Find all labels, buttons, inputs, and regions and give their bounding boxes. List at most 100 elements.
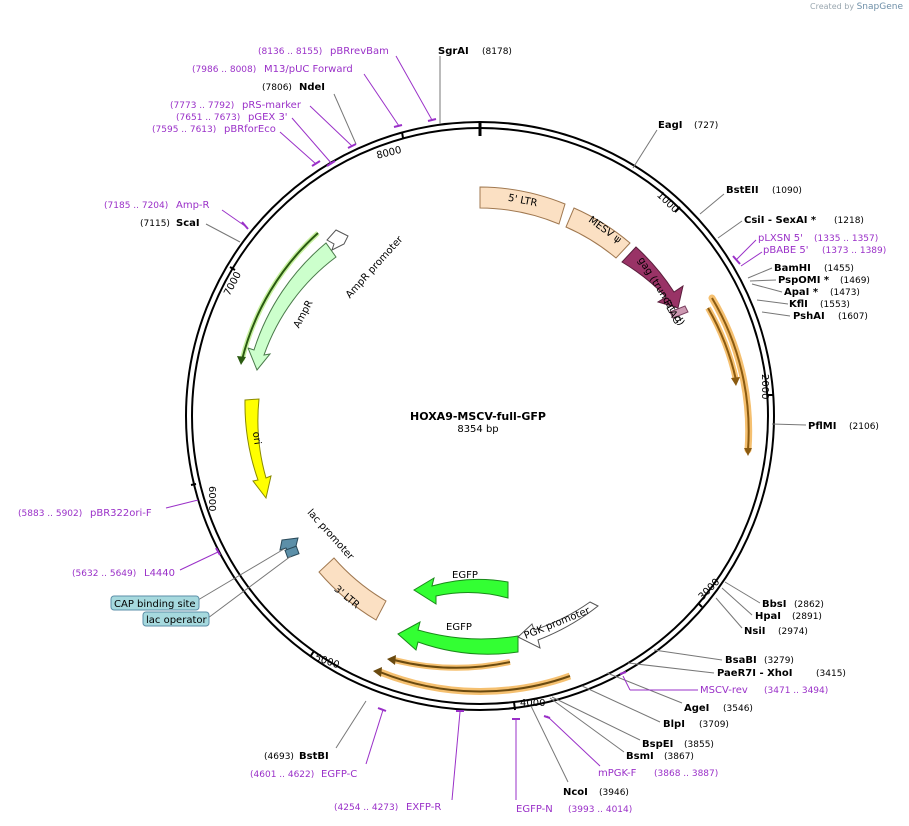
tick-label-4000: 4000 xyxy=(520,698,545,709)
prs-mark xyxy=(347,143,357,149)
cap-text: CAP binding site xyxy=(114,599,196,610)
lacop-leader xyxy=(207,555,292,619)
tick-label-8000: 8000 xyxy=(375,145,402,162)
feature-ampr-promoter[interactable]: AmpR promoter xyxy=(326,229,406,301)
bamhi-pos: (1455) xyxy=(824,264,854,274)
exfpr-pos: (4254 .. 4273) xyxy=(334,803,398,813)
site-agei[interactable]: AgeI (3546) xyxy=(606,672,753,714)
feature-5ltr[interactable]: 5' LTR xyxy=(479,186,566,225)
orf-bottom[interactable] xyxy=(373,655,572,695)
site-nsii[interactable]: NsiI (2974) xyxy=(715,597,808,637)
primer-plxsn5[interactable]: pLXSN 5' (1335 .. 1357) xyxy=(732,233,878,265)
orf-bottom-line xyxy=(379,671,571,693)
mpgk-mark xyxy=(543,715,551,719)
site-bsmi[interactable]: BsmI (3867) xyxy=(549,697,694,762)
site-bstbi[interactable]: (4693) BstBI xyxy=(264,700,367,762)
prs-leader xyxy=(309,105,353,147)
ampr-primer-mark xyxy=(241,221,249,230)
pbabe-name: pBABE 5' xyxy=(763,245,809,256)
primer-egfp-n[interactable]: EGFP-N (3993 .. 4014) xyxy=(512,718,632,815)
mscvrev-mark xyxy=(619,671,627,675)
mpgk-leader xyxy=(546,715,601,767)
site-bspei[interactable]: BspEI (3855) xyxy=(551,696,714,750)
brand-prefix: Created by xyxy=(810,2,855,11)
ltr5-shape xyxy=(479,186,566,225)
site-blpi[interactable]: BlpI (3709) xyxy=(581,685,729,730)
brand-name: SnapGene xyxy=(856,2,903,12)
bbsi-pos: (2862) xyxy=(794,600,824,610)
site-csii-sexai[interactable]: CsiI - SexAI * (1218) xyxy=(717,215,864,239)
primer-l4440[interactable]: (5632 .. 5649) L4440 xyxy=(72,547,221,579)
site-kfli[interactable]: KflI (1553) xyxy=(756,299,850,310)
apai-leader xyxy=(751,283,783,293)
primer-egfp-c[interactable]: (4601 .. 4622) EGFP-C xyxy=(250,707,387,780)
xhoi-leader xyxy=(627,662,715,674)
primer-mscv-rev[interactable]: MSCV-rev (3471 .. 3494) xyxy=(619,671,828,696)
xhoi-pos: (3415) xyxy=(816,669,846,679)
ampr-primer-name: Amp-R xyxy=(176,200,210,211)
agei-pos: (3546) xyxy=(723,704,753,714)
bbsi-name: BbsI xyxy=(762,599,786,610)
site-apai[interactable]: ApaI * (1473) xyxy=(751,283,860,298)
site-scai[interactable]: (7115) ScaI xyxy=(140,218,241,243)
primer-prs-marker[interactable]: (7773 .. 7792) pRS-marker xyxy=(170,100,357,149)
bstbi-pos: (4693) xyxy=(264,752,294,762)
feature-ori[interactable]: ori xyxy=(244,398,272,500)
site-ndei[interactable]: (7806) NdeI xyxy=(262,82,357,145)
primer-pbrforeco[interactable]: (7595 .. 7613) pBRforEco xyxy=(152,124,321,167)
site-pflmi[interactable]: PflMI (2106) xyxy=(771,421,879,432)
primer-exfp-r[interactable]: (4254 .. 4273) EXFP-R xyxy=(334,710,464,813)
site-pshai[interactable]: PshAI (1607) xyxy=(761,311,868,322)
feature-mesv[interactable]: MESV ψ xyxy=(565,207,631,259)
gag-arrow xyxy=(621,246,684,309)
sgrai-pos: (8178) xyxy=(482,47,512,57)
site-eagi[interactable]: EagI (727) xyxy=(632,120,718,169)
mpgk-name: mPGK-F xyxy=(598,768,637,779)
site-pspomi[interactable]: PspOMI * (1469) xyxy=(749,275,870,286)
pflmi-pos: (2106) xyxy=(849,422,879,432)
orf-right[interactable] xyxy=(705,294,753,456)
ndei-leader xyxy=(333,93,357,145)
orf-right-line xyxy=(711,297,750,451)
bstbi-name: BstBI xyxy=(299,751,329,762)
primer-pgex3[interactable]: (7651 .. 7673) pGEX 3' xyxy=(176,112,336,167)
feature-egfp-2[interactable]: EGFP xyxy=(397,621,519,655)
apai-pos: (1473) xyxy=(830,288,860,298)
lac-operator-shape xyxy=(284,545,300,559)
plxsn-pos: (1335 .. 1357) xyxy=(814,234,878,244)
feature-3ltr[interactable]: 3' LTR xyxy=(318,557,387,621)
site-bbsi[interactable]: BbsI (2862) xyxy=(724,581,824,610)
l4440-pos: (5632 .. 5649) xyxy=(72,569,136,579)
nsii-pos: (2974) xyxy=(778,627,808,637)
tick-5000: 5000 xyxy=(309,650,341,671)
pbr322-pos: (5883 .. 5902) xyxy=(18,509,82,519)
primer-pbabe5[interactable]: pBABE 5' (1373 .. 1389) xyxy=(740,245,886,267)
orf-right2-head xyxy=(731,377,740,386)
primer-mpgk-f[interactable]: mPGK-F (3868 .. 3887) xyxy=(543,715,718,779)
primer-pbrrevbam[interactable]: (8136 .. 8155) pBRrevBam xyxy=(258,46,437,122)
feature-egfp-1[interactable]: EGFP xyxy=(413,570,509,605)
ampr-primer-leader xyxy=(221,209,246,227)
primer-amp-r[interactable]: (7185 .. 7204) Amp-R xyxy=(104,200,249,230)
label-lac-operator[interactable]: lac operator xyxy=(142,555,292,627)
site-hpai[interactable]: HpaI (2891) xyxy=(721,587,822,622)
ampr-arrow xyxy=(247,242,337,371)
feature-pgk[interactable]: PGK promoter xyxy=(517,601,599,649)
ncoi-leader xyxy=(530,705,569,783)
site-bamhi[interactable]: BamHI (1455) xyxy=(747,263,854,279)
plxsn-name: pLXSN 5' xyxy=(758,233,803,244)
site-xhoi[interactable]: PaeR7I - XhoI (3415) xyxy=(627,662,846,679)
prs-pos: (7773 .. 7792) xyxy=(170,101,234,111)
primer-m13[interactable]: (7986 .. 8008) M13/pUC Forward xyxy=(192,64,403,128)
site-bsteii[interactable]: BstEII (1090) xyxy=(699,185,802,215)
m13-mark xyxy=(393,124,403,128)
primer-pbr322ori-f[interactable]: (5883 .. 5902) pBR322ori-F xyxy=(18,499,199,519)
feature-lac-promoter[interactable]: lac promoter xyxy=(279,507,356,563)
site-bsabi[interactable]: BsaBI (3279) xyxy=(653,649,794,666)
site-sgrai[interactable]: SgrAI (8178) xyxy=(438,46,512,124)
label-cap-binding-site[interactable]: CAP binding site xyxy=(110,548,285,611)
site-ncoi[interactable]: NcoI (3946) xyxy=(530,705,629,798)
pbrforeco-name: pBRforEco xyxy=(224,124,276,135)
mscvrev-name: MSCV-rev xyxy=(700,685,748,696)
